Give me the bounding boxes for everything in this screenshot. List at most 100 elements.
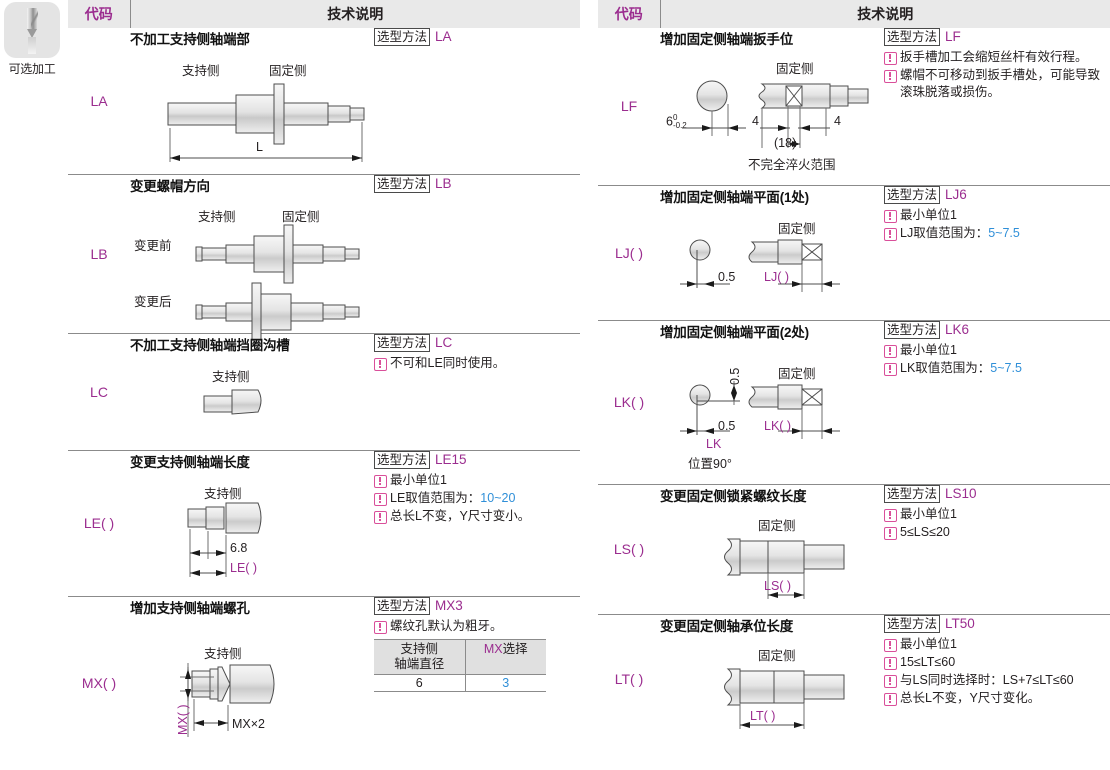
note-item: 最小单位1 bbox=[884, 207, 1110, 224]
mini-data-row: 6 3 bbox=[374, 673, 546, 692]
warning-icon bbox=[884, 638, 897, 652]
mini-header-row: 支持侧 轴端直径 MX选择 bbox=[374, 638, 546, 675]
fig-label-support: 支持侧 bbox=[182, 64, 220, 78]
mini-cell-diameter: 6 bbox=[374, 673, 466, 692]
row-code-ls: LS( ) bbox=[598, 483, 660, 614]
row-code-lf: LF bbox=[620, 98, 638, 115]
fig-dim-05: 0.5 bbox=[718, 269, 736, 284]
note-item: LJ取值范围为：5~7.5 bbox=[884, 225, 1110, 242]
row-title-ls: 变更固定侧锁紧螺纹长度 bbox=[660, 488, 807, 504]
drill-bit-icon bbox=[4, 2, 60, 58]
mx-selection-table: 支持侧 轴端直径 MX选择 6 3 bbox=[374, 638, 546, 692]
note-item: 总长L不变，Y尺寸变化。 bbox=[884, 690, 1110, 707]
selection-code-lj: LJ6 bbox=[945, 186, 967, 202]
table-row: LB 变更螺帽方向 支持侧 固定侧 变更前 变更后 bbox=[68, 173, 580, 341]
row-title-lj: 增加固定侧轴端平面(1处) bbox=[660, 189, 809, 205]
fig-caption-lk: LK bbox=[706, 436, 722, 451]
selection-code-lc: LC bbox=[435, 334, 453, 350]
selection-method-label: 选型方法 bbox=[374, 28, 431, 46]
row-figure-lk: 增加固定侧轴端平面(2处) 固定侧 0.5 bbox=[660, 319, 884, 484]
selection-method-label: 选型方法 bbox=[374, 596, 431, 615]
note-item: 与LS同时选择时：LS+7≤LT≤60 bbox=[884, 672, 1110, 689]
table-row: LF 增加固定侧轴端扳手位 固定侧 bbox=[598, 28, 1110, 185]
fig-dim-68: 6.8 bbox=[230, 540, 248, 555]
row-code-lt: LT( ) bbox=[598, 613, 660, 744]
selection-method-label: 选型方法 bbox=[374, 450, 431, 469]
fig-label-support: 支持侧 bbox=[212, 369, 250, 384]
row-code-lb: LB bbox=[68, 173, 130, 333]
row-figure-le: 变更支持侧轴端长度 支持侧 bbox=[130, 449, 374, 596]
fig-label-before: 变更前 bbox=[134, 238, 172, 253]
fig-dim-05-horizontal: 0.5 bbox=[718, 418, 736, 433]
row-code-mx: MX( ) bbox=[68, 595, 130, 770]
note-item: 螺纹孔默认为粗牙。 bbox=[374, 618, 580, 635]
note-item: 最小单位1 bbox=[884, 636, 1110, 653]
note-item: 不可和LE同时使用。 bbox=[374, 355, 580, 372]
header-desc-left: 技术说明 bbox=[130, 0, 580, 28]
note-item: 螺帽不可移动到扳手槽处，可能导致滚珠脱落或损伤。 bbox=[884, 67, 1110, 101]
fig-dim-le: LE( ) bbox=[230, 560, 258, 575]
badge-label: 可选加工 bbox=[8, 62, 56, 76]
row-figure-lc: 不加工支持侧轴端挡圈沟槽 支持侧 bbox=[130, 332, 374, 450]
table-row: LK( ) 增加固定侧轴端平面(2处) 固定侧 0.5 bbox=[598, 319, 1110, 484]
fig-dim-ls: LS( ) bbox=[764, 578, 792, 593]
optional-machining-badge: 可选加工 bbox=[0, 0, 64, 77]
row-figure-lb: 变更螺帽方向 支持侧 固定侧 变更前 变更后 bbox=[130, 173, 374, 341]
note-item: 总长L不变，Y尺寸变小。 bbox=[374, 508, 580, 525]
fig-label-support: 支持侧 bbox=[204, 486, 242, 501]
warning-icon bbox=[374, 620, 387, 634]
row-title-lc: 不加工支持侧轴端挡圈沟槽 bbox=[130, 337, 290, 353]
row-title-le: 变更支持侧轴端长度 bbox=[130, 454, 250, 470]
selection-code-lk: LK6 bbox=[945, 321, 970, 337]
note-item: 最小单位1 bbox=[374, 472, 580, 489]
note-item: LE取值范围为：10~20 bbox=[374, 490, 580, 507]
warning-icon bbox=[884, 70, 897, 83]
row-figure-lj: 增加固定侧轴端平面(1处) 固定侧 bbox=[660, 184, 884, 320]
mini-header-mx: MX选择 bbox=[464, 638, 546, 675]
right-spec-table: 代码 技术说明 LF 增加固定侧轴端扳手位 固定侧 bbox=[598, 0, 1110, 744]
fig-dim-lt: LT( ) bbox=[750, 708, 776, 723]
row-code-lk: LK( ) bbox=[598, 319, 660, 484]
row-code-la: LA bbox=[90, 92, 108, 109]
selection-code-lb: LB bbox=[435, 175, 452, 191]
fig-label-after: 变更后 bbox=[134, 294, 172, 309]
fig-dim-lj: LJ( ) bbox=[764, 269, 789, 284]
selection-method-label: 选型方法 bbox=[884, 28, 941, 46]
fig-label-fixed: 固定侧 bbox=[776, 62, 814, 76]
table-row: LE( ) 变更支持侧轴端长度 支持侧 bbox=[68, 449, 580, 596]
note-value: 5~7.5 bbox=[988, 225, 1020, 240]
header-code-right: 代码 bbox=[598, 0, 661, 28]
note-item: 最小单位1 bbox=[884, 342, 1110, 359]
warning-icon bbox=[884, 674, 897, 688]
selection-method-label: 选型方法 bbox=[884, 614, 941, 633]
fig-caption-lf: 不完全淬火范围 bbox=[748, 158, 836, 172]
fig-dim-mx2: MX×2 bbox=[232, 716, 266, 731]
fig-label-fixed: 固定侧 bbox=[778, 366, 816, 381]
fig-dim-4b: 4 bbox=[834, 114, 841, 128]
fig-dim-18: (18) bbox=[774, 136, 797, 150]
warning-icon bbox=[884, 209, 897, 223]
fig-label-fixed: 固定侧 bbox=[758, 648, 796, 663]
fig-dim-4a: 4 bbox=[752, 114, 759, 128]
note-item: 最小单位1 bbox=[884, 506, 1110, 523]
row-figure-ls: 变更固定侧锁紧螺纹长度 固定侧 bbox=[660, 483, 884, 614]
row-figure-mx: 增加支持侧轴端螺孔 支持侧 bbox=[130, 595, 374, 770]
selection-code-lf: LF bbox=[945, 29, 961, 44]
mini-header-diameter: 支持侧 轴端直径 bbox=[374, 638, 466, 675]
warning-icon bbox=[884, 344, 897, 358]
fig-label-fixed: 固定侧 bbox=[778, 221, 816, 236]
selection-code-le: LE15 bbox=[435, 451, 467, 467]
row-figure-lf: 增加固定侧轴端扳手位 固定侧 bbox=[660, 28, 884, 185]
warning-icon bbox=[374, 492, 387, 506]
left-spec-table: 代码 技术说明 LA 不加工支持侧轴端部 支持侧 固定侧 bbox=[68, 0, 580, 770]
warning-icon bbox=[374, 357, 387, 371]
selection-code-ls: LS10 bbox=[945, 485, 977, 501]
